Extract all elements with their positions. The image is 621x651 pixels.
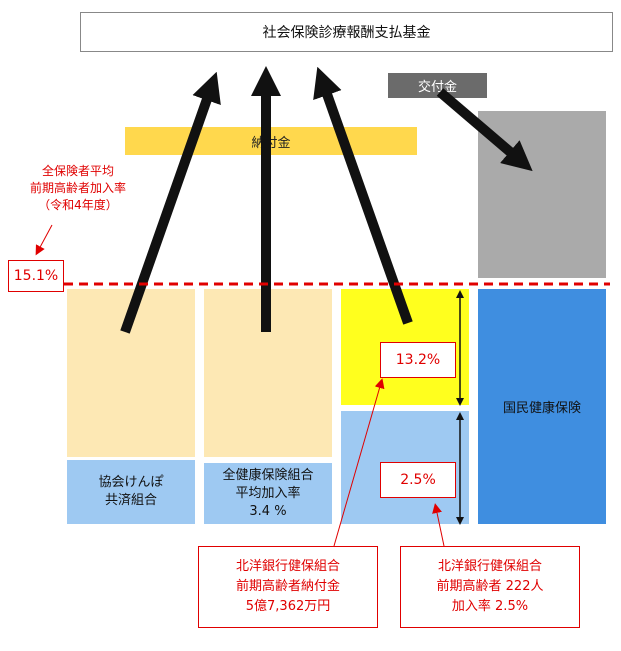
enrollment-note-pointer	[432, 503, 445, 547]
avg-note-pointer	[35, 224, 53, 256]
kenpo-union-label-line: 全健康保険組合	[222, 467, 314, 483]
hokuyo-lower-pct: 2.5%	[400, 472, 436, 488]
national-health-label: 国民健康保険	[502, 401, 581, 416]
fund-box: 社会保険診療報酬支払基金	[80, 12, 613, 52]
kyokai-block: 協会けんぽ 共済組合	[67, 460, 195, 524]
hokuyo-lower-pct-box: 2.5%	[380, 462, 456, 498]
kyokai-label-line: 共済組合	[104, 493, 157, 508]
hokuyo-upper-pct: 13.2%	[395, 352, 441, 368]
grant-tag: 交付金	[388, 73, 487, 98]
fund-title: 社会保険診療報酬支払基金	[262, 25, 431, 41]
payment-note-line: 5億7,362万円	[245, 599, 331, 614]
payment-note: 北洋銀行健保組合 前期高齢者納付金 5億7,362万円	[198, 546, 378, 628]
average-rate-note-line: 全保険者平均	[41, 164, 114, 178]
average-rate-value: 15.1%	[13, 268, 59, 284]
average-rate-note-line: （令和4年度）	[38, 198, 118, 212]
contribution-arrow	[313, 66, 413, 325]
payment-note-line: 前期高齢者納付金	[235, 579, 340, 594]
kenpo-union-label-line: 3.4 %	[249, 503, 287, 519]
grant-label: 交付金	[417, 80, 457, 95]
kenpo-union-block: 全健康保険組合 平均加入率 3.4 %	[204, 463, 332, 524]
kyokai-label-line: 協会けんぽ	[98, 475, 164, 490]
enrollment-note-line: 前期高齢者 222人	[436, 579, 544, 594]
hokuyo-upper-pct-box: 13.2%	[380, 342, 456, 378]
national-health-block: 国民健康保険	[478, 289, 606, 524]
enrollment-note-line: 北洋銀行健保組合	[437, 559, 542, 574]
enrollment-note: 北洋銀行健保組合 前期高齢者 222人 加入率 2.5%	[400, 546, 580, 628]
kenpo-union-label-line: 平均加入率	[235, 485, 301, 501]
enrollment-note-line: 加入率 2.5%	[451, 599, 529, 614]
contribution-arrow	[120, 71, 221, 334]
average-rate-note: 全保険者平均 前期高齢者加入率 （令和4年度）	[8, 163, 148, 214]
average-rate-box: 15.1%	[8, 260, 64, 292]
grant-arrow	[436, 88, 533, 172]
average-rate-note-line: 前期高齢者加入率	[29, 181, 126, 195]
payment-note-line: 北洋銀行健保組合	[235, 559, 340, 574]
payment-note-pointer	[333, 378, 385, 547]
